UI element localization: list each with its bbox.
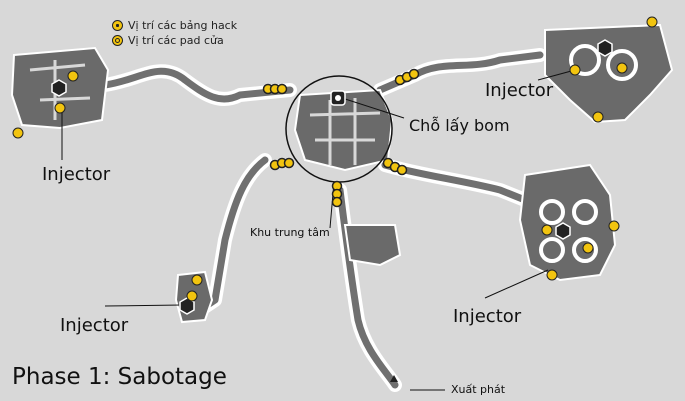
lock-icon: [646, 16, 658, 28]
lock-icon: [191, 274, 203, 286]
label-injector-bottom-left: Injector: [60, 315, 129, 336]
ring-icon: [112, 35, 123, 46]
room-top-right: [544, 23, 674, 124]
legend-door-pads: Vị trí các pad cửa: [112, 33, 237, 48]
room-bottom-right: [518, 163, 617, 282]
injector-icons: [51, 39, 613, 315]
lock-icon: [541, 224, 553, 236]
label-bomb-pickup: Chỗ lấy bom: [409, 116, 510, 135]
legend-hack-panels-label: Vị trí các bảng hack: [128, 19, 238, 32]
lock-icon: [569, 64, 581, 76]
label-start: Xuất phát: [451, 383, 506, 396]
hexagon-icon: [51, 79, 67, 97]
label-injector-top-left: Injector: [42, 164, 111, 185]
legend-door-pads-label: Vị trí các pad cửa: [128, 34, 224, 47]
label-injector-top-right: Injector: [485, 80, 554, 101]
hexagon-icon: [555, 222, 571, 240]
pointer-lines: [61, 69, 576, 391]
lock-icon: [546, 269, 558, 281]
label-injector-bottom-right: Injector: [453, 306, 522, 327]
room-central: [293, 88, 394, 172]
hexagon-icon: [179, 297, 195, 315]
map-legend: Vị trí các bảng hack Vị trí các pad cửa: [112, 18, 237, 48]
legend-hack-panels: Vị trí các bảng hack: [112, 18, 237, 33]
lock-icon: [54, 102, 66, 114]
lock-icon: [67, 70, 79, 82]
room-central-south: [343, 224, 402, 267]
lock-icon: [592, 111, 604, 123]
label-central-area: Khu trung tâm: [250, 226, 330, 239]
lock-icon: [12, 127, 24, 139]
lock-icon: [582, 242, 594, 254]
hack-panel-markers: [12, 16, 658, 302]
lock-icon: [608, 220, 620, 232]
triangle-icon: [390, 375, 398, 382]
door-pad-markers: [262, 68, 420, 208]
hexagon-icon: [597, 39, 613, 57]
lock-icon: [616, 62, 628, 74]
phase-title: Phase 1: Sabotage: [12, 364, 227, 390]
lock-icon: [186, 290, 198, 302]
bomb-icon: [330, 90, 346, 106]
lock-icon: [112, 20, 123, 31]
